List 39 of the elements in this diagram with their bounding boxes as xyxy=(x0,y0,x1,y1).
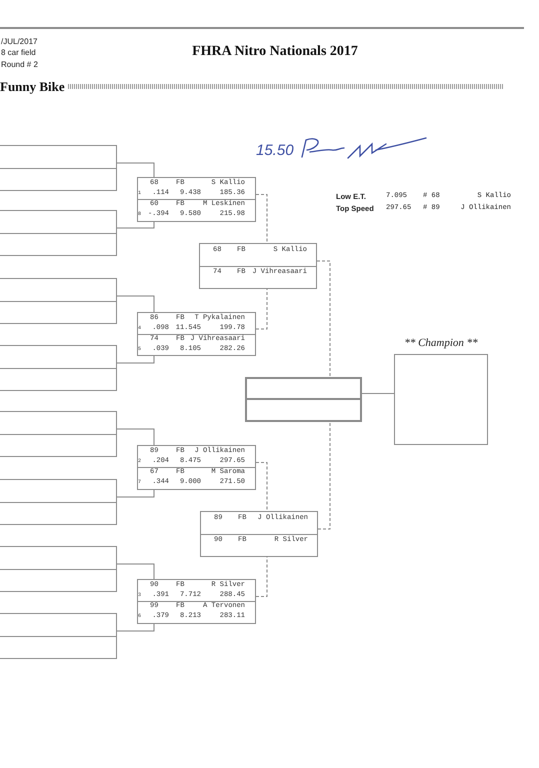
connector-line xyxy=(318,420,330,530)
match-box xyxy=(245,377,362,422)
connector-line xyxy=(116,296,154,314)
bracket-box xyxy=(0,479,117,525)
handwritten-note: 15.50 xyxy=(256,141,294,161)
round-text: Round # 2 xyxy=(1,59,38,71)
connector-line xyxy=(116,220,154,228)
match-box xyxy=(137,445,256,490)
match-box xyxy=(199,243,317,289)
connector-line xyxy=(116,354,154,364)
connector-line xyxy=(116,488,154,498)
champion-heading: ** Champion ** xyxy=(404,336,478,351)
bracket-box xyxy=(0,210,117,256)
connector-line xyxy=(116,428,154,446)
connector-line xyxy=(116,162,154,178)
bracket-box xyxy=(0,345,117,391)
empty-slot xyxy=(246,378,361,399)
bracket-box xyxy=(0,411,117,457)
match-box xyxy=(137,312,256,356)
connector-line xyxy=(316,260,330,378)
date-text: /JUL/2017 xyxy=(1,36,38,48)
bracket-box xyxy=(0,613,117,659)
bracket-box xyxy=(0,278,117,324)
match-box xyxy=(200,511,318,557)
connector-line xyxy=(116,622,154,632)
bracket-box xyxy=(0,546,117,592)
empty-slot xyxy=(246,399,361,421)
match-box xyxy=(137,579,256,624)
connector-line xyxy=(362,393,394,394)
connector-line xyxy=(116,564,154,580)
bracket-box xyxy=(0,145,117,191)
connector-line xyxy=(256,288,268,330)
field-size-text: 8 car field xyxy=(1,47,36,59)
connector-line xyxy=(256,462,268,512)
connector-line xyxy=(256,556,268,597)
connector-line xyxy=(256,194,268,244)
page-title: FHRA Nitro Nationals 2017 xyxy=(192,43,358,61)
class-heading: Funny Bike xyxy=(0,78,65,96)
match-box xyxy=(137,177,256,222)
